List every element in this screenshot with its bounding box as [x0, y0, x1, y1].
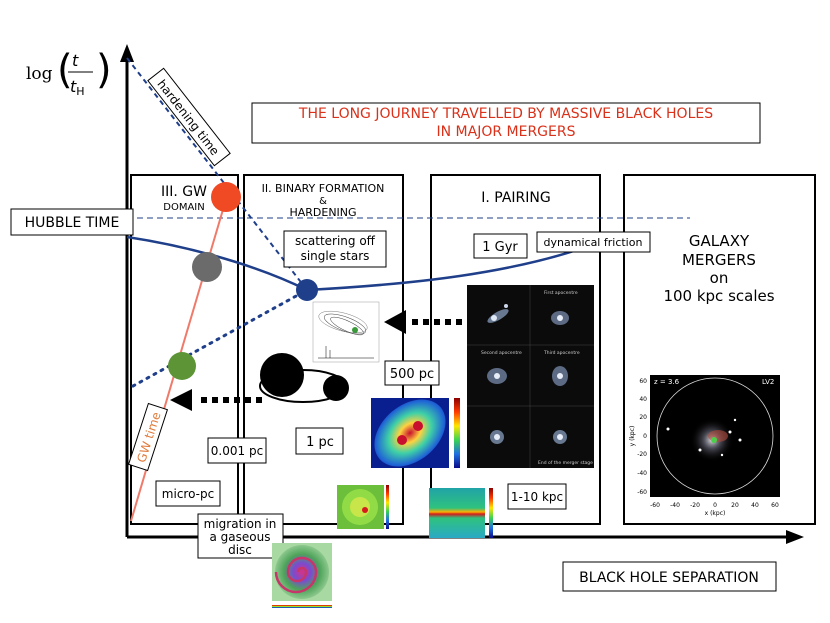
galaxy-y-tick: 20	[639, 414, 647, 421]
galaxy-simulation-inset: z = 3.6 LV2 x (kpc) y (kpc) -60 -40 -20 …	[629, 375, 780, 517]
pc1-label: 1 pc	[306, 435, 334, 450]
migration-line-1: migration in	[204, 517, 277, 531]
panel-pairing	[430, 174, 601, 525]
migration-box	[197, 513, 284, 559]
y-axis-denominator: tH	[70, 77, 85, 98]
svg-text:hardening time: hardening time	[154, 77, 222, 158]
band-plot-inset	[429, 488, 493, 538]
hubble-time-box	[10, 208, 134, 236]
panel-binary-amp: &	[319, 196, 327, 207]
galaxy-x-tick: 60	[771, 502, 779, 509]
y-axis-numerator: t	[72, 51, 79, 70]
dynamical-friction-track	[126, 235, 611, 292]
galaxy-y-tick: 0	[643, 433, 647, 440]
panel-gw-subtitle: DOMAIN	[163, 202, 204, 213]
arrow-pairing-head	[384, 310, 406, 334]
scattering-line-2: single stars	[301, 249, 370, 263]
galaxy-y-tick: -40	[637, 470, 647, 477]
scattering-box	[283, 230, 387, 268]
migration-line-3: disc	[228, 543, 252, 557]
hubble-time-label: HUBBLE TIME	[25, 215, 120, 231]
galaxy-x-tick: -40	[670, 502, 680, 509]
scattering-plot-inset	[312, 301, 380, 363]
galaxy-x-tick: -60	[650, 502, 660, 509]
spiral-disc-inset	[272, 543, 332, 608]
panel-galaxy	[623, 174, 816, 525]
galaxy-tag: LV2	[762, 378, 774, 386]
gw-time-tag: GW time	[127, 402, 169, 472]
one-gyr-label: 1 Gyr	[482, 240, 518, 255]
panel-binary	[243, 174, 404, 525]
galaxy-y-ticks: 60 40 20 0 -20 -40 -60	[637, 378, 647, 496]
arrow-binary-head	[170, 389, 192, 411]
panel-binary-title: II. BINARY FORMATION	[262, 182, 385, 195]
pc500-label: 500 pc	[390, 367, 434, 382]
black-hole-large	[260, 353, 304, 397]
red-ball	[211, 182, 241, 212]
galaxy-y-tick: 40	[639, 396, 647, 403]
galaxy-y-tick: 60	[639, 378, 647, 385]
galaxy-x-ticks: -60 -40 -20 0 20 40 60	[650, 502, 779, 509]
sim-label-top-right: First apocentre	[544, 290, 578, 296]
one-gyr-box	[473, 233, 528, 259]
title-line-2: IN MAJOR MERGERS	[437, 124, 576, 140]
galaxy-y-tick: -60	[637, 489, 647, 496]
sim-label-mid-left: Second apocentre	[481, 350, 522, 356]
navy-ball	[296, 279, 318, 301]
hardening-time-line	[126, 57, 308, 291]
galaxy-x-tick: 40	[751, 502, 759, 509]
y-axis-arrow	[120, 44, 134, 62]
migration-line-2: a gaseous	[210, 530, 271, 544]
panel-galaxy-line-2: MERGERS	[682, 251, 756, 269]
gas-disc-inset	[337, 485, 389, 529]
galaxy-x-label: x (kpc)	[705, 510, 726, 517]
pc500-box	[384, 360, 440, 386]
sim-label-bottom-right: End of the merger stage	[538, 460, 593, 466]
kpc110-box	[507, 483, 567, 510]
grey-ball	[192, 252, 222, 282]
galaxy-x-tick: 20	[731, 502, 739, 509]
scattering-line-1: scattering off	[295, 234, 376, 248]
galaxy-z-label: z = 3.6	[654, 378, 680, 386]
panel-galaxy-line-4: 100 kpc scales	[663, 287, 774, 305]
panel-gw-title: III. GW	[161, 184, 207, 200]
hardening-time-tag: hardening time	[147, 67, 231, 167]
pairing-simulation-grid: First apocentre Second apocentre Third a…	[467, 285, 594, 468]
dyn-friction-label: dynamical friction	[544, 236, 643, 249]
y-axis-paren-right: )	[96, 47, 112, 93]
density-map-inset	[371, 398, 460, 468]
sim-label-mid-right: Third apocentre	[543, 350, 580, 356]
x-axis-label-box	[562, 561, 777, 592]
dyn-friction-box	[536, 231, 651, 253]
pc1-box	[295, 427, 344, 455]
green-ball	[168, 352, 196, 380]
pc0001-label: 0.001 pc	[211, 444, 263, 458]
kpc110-label: 1-10 kpc	[511, 490, 563, 504]
galaxy-x-tick: 0	[713, 502, 717, 509]
panel-gw-domain	[130, 174, 239, 525]
galaxy-y-tick: -20	[637, 451, 647, 458]
panel-pairing-title: I. PAIRING	[481, 190, 550, 206]
panel-galaxy-line-1: GALAXY	[689, 232, 750, 250]
galaxy-x-tick: -20	[690, 502, 700, 509]
title-box	[251, 102, 761, 144]
y-axis-log: log	[26, 64, 53, 84]
micropc-label: micro-pc	[162, 487, 214, 501]
y-axis-paren-left: (	[57, 47, 73, 93]
dotted-track	[131, 288, 309, 388]
panel-binary-subtitle: HARDENING	[289, 206, 356, 219]
pc0001-box	[207, 437, 267, 464]
micropc-box	[155, 480, 221, 507]
galaxy-y-label: y (kpc)	[629, 426, 636, 447]
panel-galaxy-line-3: on	[710, 269, 729, 287]
title-line-1: THE LONG JOURNEY TRAVELLED BY MASSIVE BL…	[298, 106, 713, 122]
x-axis-label: BLACK HOLE SEPARATION	[579, 570, 759, 586]
black-hole-small	[323, 375, 349, 401]
x-axis-arrow	[786, 530, 804, 544]
